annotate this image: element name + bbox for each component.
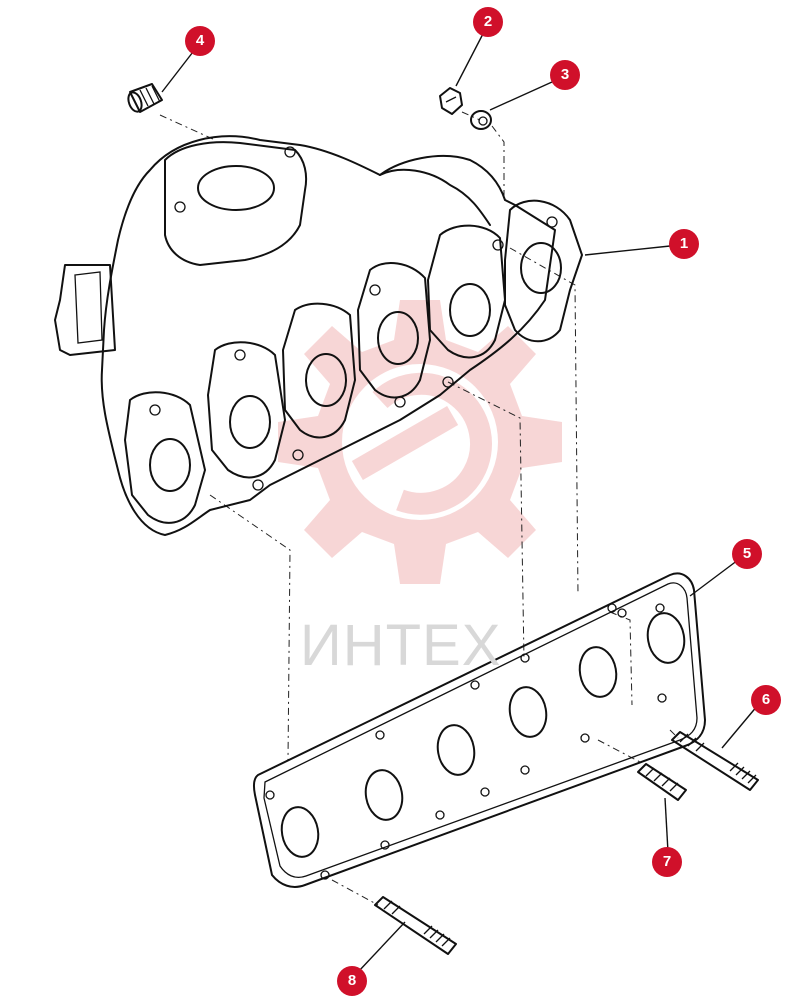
washer-part-3	[470, 110, 492, 130]
gasket-part-5	[253, 572, 706, 888]
callout-4: 4	[185, 26, 215, 56]
stud-part-6	[671, 731, 759, 791]
callout-5: 5	[732, 539, 762, 569]
stud-part-7	[637, 763, 687, 801]
gasket-bolt-holes	[265, 603, 667, 880]
callout-2: 2	[473, 7, 503, 37]
nut-part-2	[439, 87, 463, 115]
stud-part-8	[374, 896, 457, 955]
alignment-lines	[159, 111, 679, 906]
callout-3: 3	[550, 60, 580, 90]
plug-part-4	[127, 83, 163, 113]
callout-1: 1	[669, 229, 699, 259]
callout-leaders	[161, 27, 759, 973]
watermark-gear-logo	[278, 300, 562, 584]
callout-6: 6	[751, 685, 781, 715]
manifold-port-flanges	[124, 199, 583, 524]
watermark-text: ИНТЕХ	[300, 613, 502, 678]
callout-8: 8	[337, 966, 367, 996]
callout-7: 7	[652, 847, 682, 877]
exhaust-manifold	[54, 135, 583, 536]
